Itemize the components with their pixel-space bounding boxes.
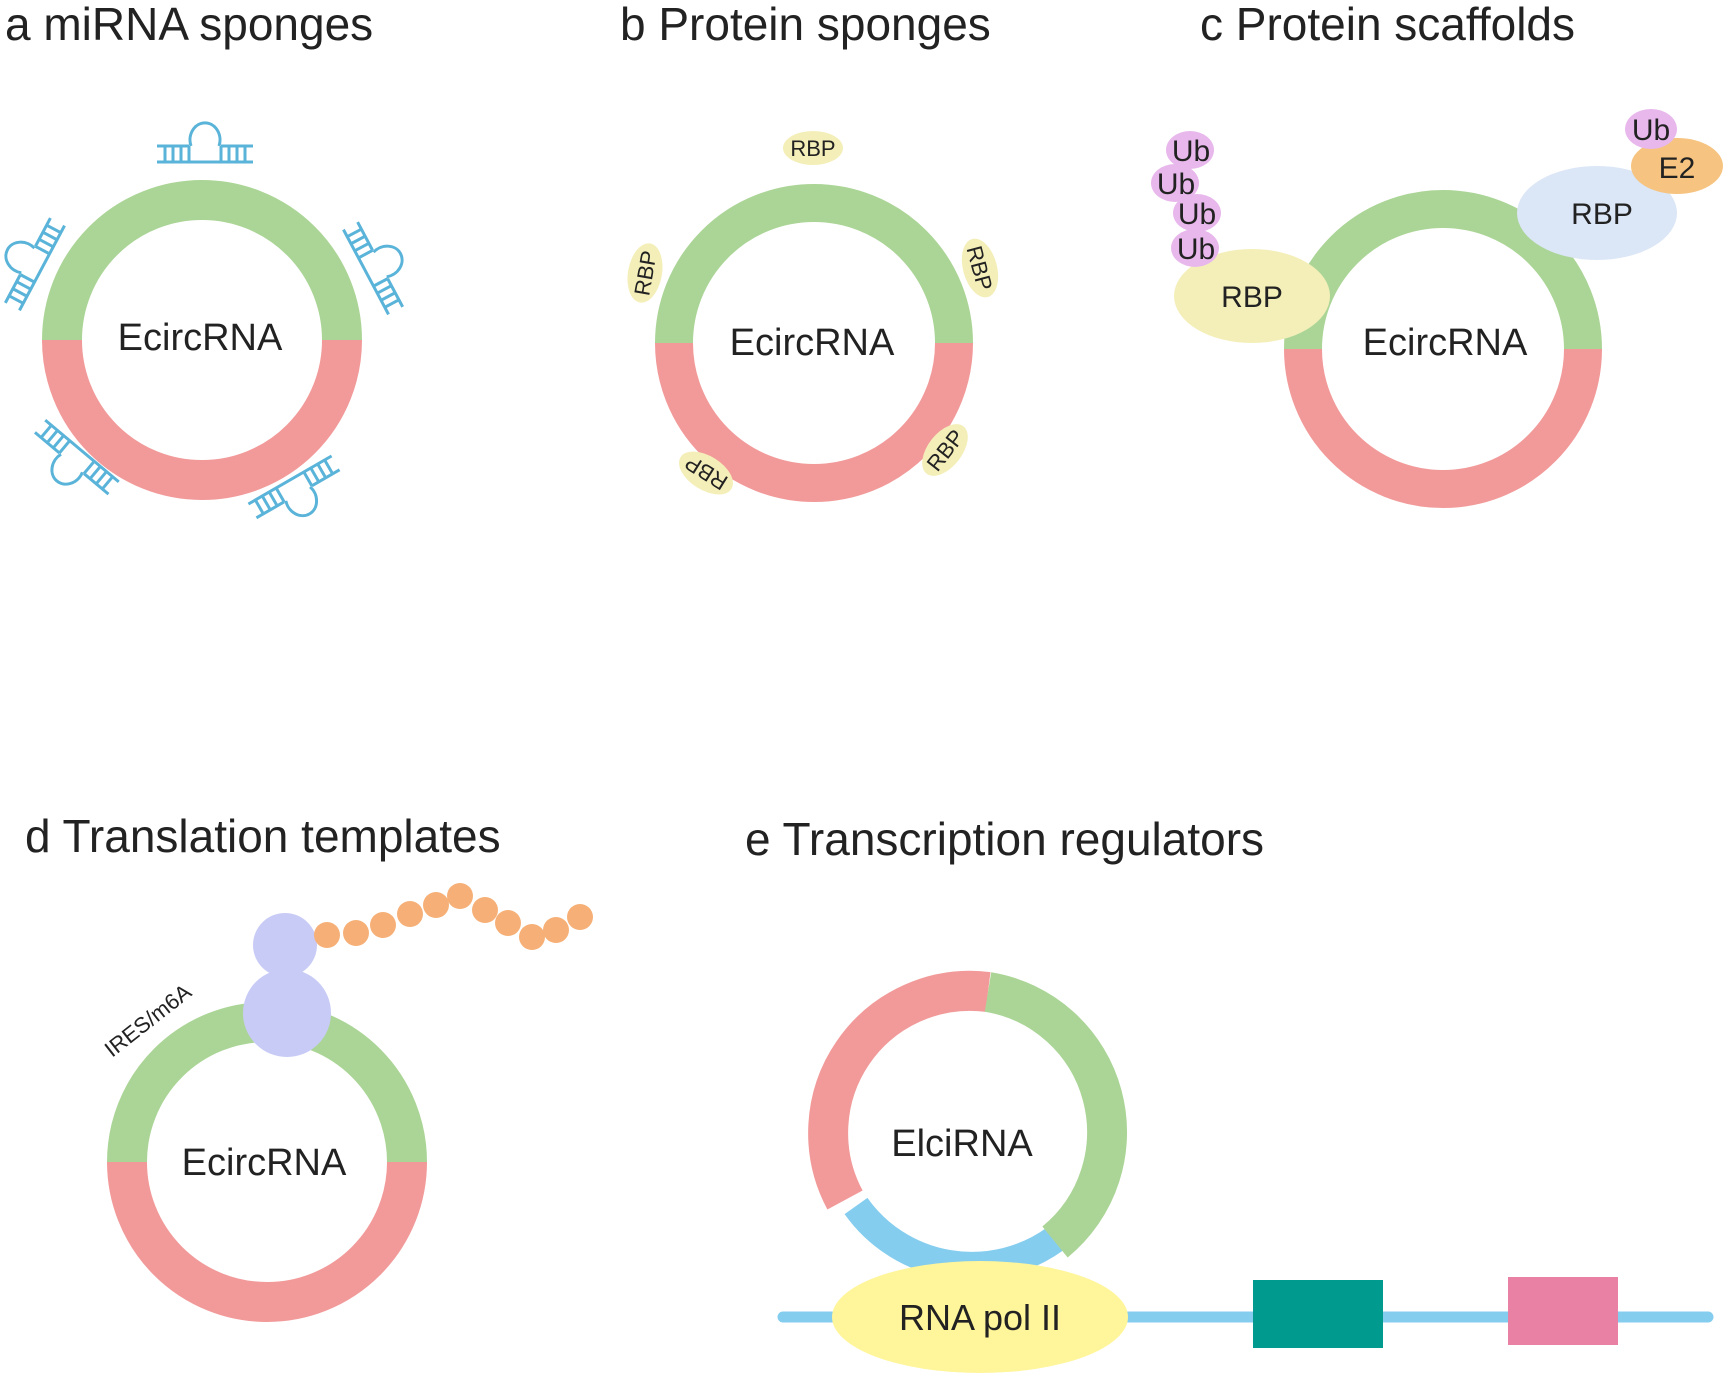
panel-a-title: a miRNA sponges <box>5 0 373 50</box>
peptide-bead <box>397 901 423 927</box>
panel-b: b Protein sponges EcircRNA RBP RBP RBP R… <box>620 0 999 502</box>
panel-d: d Translation templates EcircRNA IRES/m6… <box>25 810 593 1322</box>
ring-b-green-arc <box>655 184 973 344</box>
ring-a-green-arc <box>42 180 362 341</box>
rbp-sponge-left: RBP <box>627 243 663 303</box>
peptide-bead <box>472 897 498 923</box>
peptide-bead <box>423 892 449 918</box>
svg-text:RBP: RBP <box>1571 198 1633 231</box>
ring-a-label: EcircRNA <box>118 317 283 359</box>
ring-e-intron-arc <box>844 1197 1064 1280</box>
peptide-bead <box>519 924 545 950</box>
ub-chain-4: Ub <box>1171 229 1219 267</box>
ring-d-label: EcircRNA <box>182 1142 347 1184</box>
ub-right: Ub <box>1625 109 1677 149</box>
ribosome <box>243 913 331 1057</box>
panel-d-title: d Translation templates <box>25 810 501 862</box>
mirna-glyph-top <box>155 121 255 164</box>
ring-b-red-arc <box>655 342 973 502</box>
e2-enzyme: E2 <box>1631 138 1723 194</box>
svg-text:RBP: RBP <box>1221 281 1283 314</box>
peptide-bead <box>447 883 473 909</box>
ring-e-label: ElciRNA <box>891 1123 1033 1165</box>
svg-text:E2: E2 <box>1659 152 1696 185</box>
ring-c-red-arc <box>1284 348 1602 508</box>
ring-e-red-arc <box>808 970 991 1210</box>
svg-text:Ub: Ub <box>1632 114 1670 147</box>
ring-b-label: EcircRNA <box>730 322 895 364</box>
svg-text:Ub: Ub <box>1178 198 1216 231</box>
panel-a: a miRNA sponges EcircRNA <box>0 0 425 540</box>
svg-text:RBP: RBP <box>790 136 835 161</box>
peptide-bead <box>567 904 593 930</box>
ub-chain-3: Ub <box>1173 194 1221 232</box>
svg-text:RBP: RBP <box>962 243 998 293</box>
panel-e: e Transcription regulators ElciRNA RNA p… <box>745 813 1714 1373</box>
svg-text:Ub: Ub <box>1177 233 1215 266</box>
panel-c-title: c Protein scaffolds <box>1200 0 1575 50</box>
peptide-bead <box>343 920 369 946</box>
panel-b-title: b Protein sponges <box>620 0 991 50</box>
ring-e-green-arc <box>984 972 1128 1258</box>
rbp-sponge-lower-right: RBP <box>922 424 969 476</box>
peptide-bead <box>370 912 396 938</box>
peptide-bead <box>543 917 569 943</box>
rbp-right-protein: RBP <box>1517 166 1677 260</box>
ring-a-red-arc <box>42 339 362 500</box>
ub-chain-1: Ub <box>1166 131 1214 169</box>
peptide-bead <box>314 922 340 948</box>
svg-text:Ub: Ub <box>1157 168 1195 201</box>
rbp-sponge-top: RBP <box>783 131 843 165</box>
svg-text:Ub: Ub <box>1172 135 1210 168</box>
ring-c-label: EcircRNA <box>1363 322 1528 364</box>
exon-pink <box>1508 1277 1618 1345</box>
rna-pol-ii: RNA pol II <box>832 1261 1128 1373</box>
peptide-bead <box>495 910 521 936</box>
ring-d-red-arc <box>107 1161 427 1322</box>
panel-c: c Protein scaffolds EcircRNA RBP RBP E2 … <box>1151 0 1723 508</box>
rbp-left-protein: RBP <box>1174 249 1330 343</box>
ub-chain-2: Ub <box>1151 164 1199 202</box>
panel-e-title: e Transcription regulators <box>745 813 1264 865</box>
exon-teal <box>1253 1280 1383 1348</box>
svg-text:RNA pol II: RNA pol II <box>899 1297 1061 1338</box>
peptide-chain <box>314 883 593 950</box>
